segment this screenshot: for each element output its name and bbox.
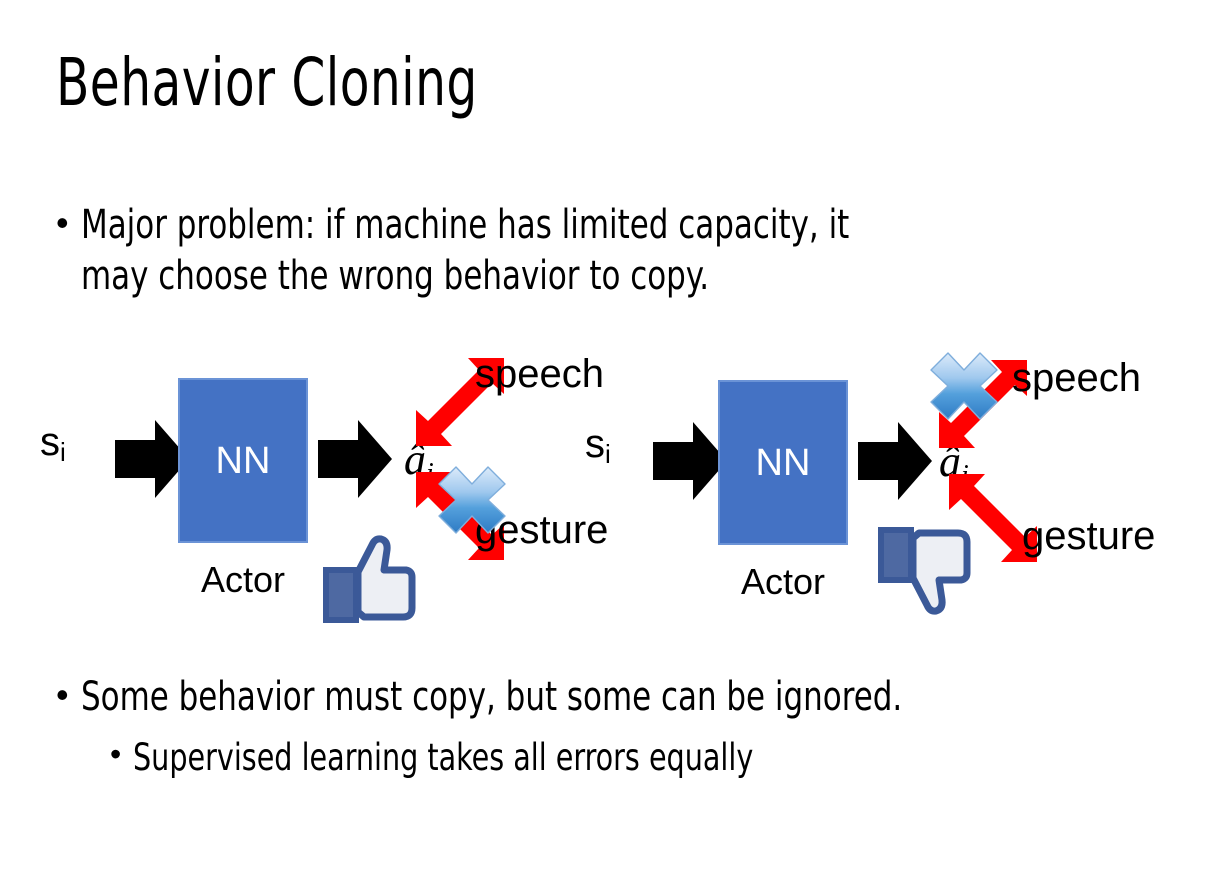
page-title: Behavior Cloning: [56, 44, 478, 121]
state-label-right: si: [585, 422, 611, 469]
state-label-left: si: [40, 420, 66, 467]
bullet-bottom-primary-text: Some behavior must copy, but some can be…: [80, 674, 902, 720]
diagram-left: si NN Actor âi speech: [30, 340, 620, 640]
output-label-speech-right: speech: [1012, 356, 1141, 400]
bullet-marker-icon: •: [56, 674, 69, 715]
bullet-marker-icon: •: [110, 736, 122, 772]
output-label-speech-left: speech: [475, 352, 604, 396]
bullet-top: • Major problem: if machine has limited …: [56, 200, 1176, 302]
input-arrow-left: [115, 418, 189, 500]
cross-out-speech-icon-right: [926, 348, 1002, 424]
actor-caption-right: Actor: [740, 561, 826, 602]
thumbs-up-icon: [320, 532, 416, 624]
output-arrow-right: [858, 420, 932, 502]
nn-box-label-right: NN: [755, 441, 811, 484]
bullet-bottom-secondary: • Supervised learning takes all errors e…: [110, 734, 1170, 781]
bullet-top-text: Major problem: if machine has limited ca…: [80, 202, 849, 300]
output-label-gesture-right: gesture: [1022, 514, 1156, 558]
output-arrow-gesture-right: [941, 450, 1061, 570]
bullet-bottom-primary: • Some behavior must copy, but some can …: [56, 672, 1176, 723]
thumbs-down-icon: [875, 526, 971, 618]
nn-box-right: NN: [718, 380, 848, 545]
bullet-marker-icon: •: [56, 202, 69, 243]
nn-box-label-left: NN: [215, 439, 271, 482]
nn-box-left: NN: [178, 378, 308, 543]
output-arrow-speech-left: [408, 350, 528, 470]
diagram-right: si NN Actor âi speech: [575, 340, 1195, 640]
input-arrow-right: [653, 420, 727, 502]
actor-caption-left: Actor: [200, 559, 286, 600]
cross-out-gesture-icon-left: [434, 462, 510, 538]
output-arrow-left: [318, 418, 392, 500]
bullet-bottom-secondary-text: Supervised learning takes all errors equ…: [133, 736, 754, 779]
